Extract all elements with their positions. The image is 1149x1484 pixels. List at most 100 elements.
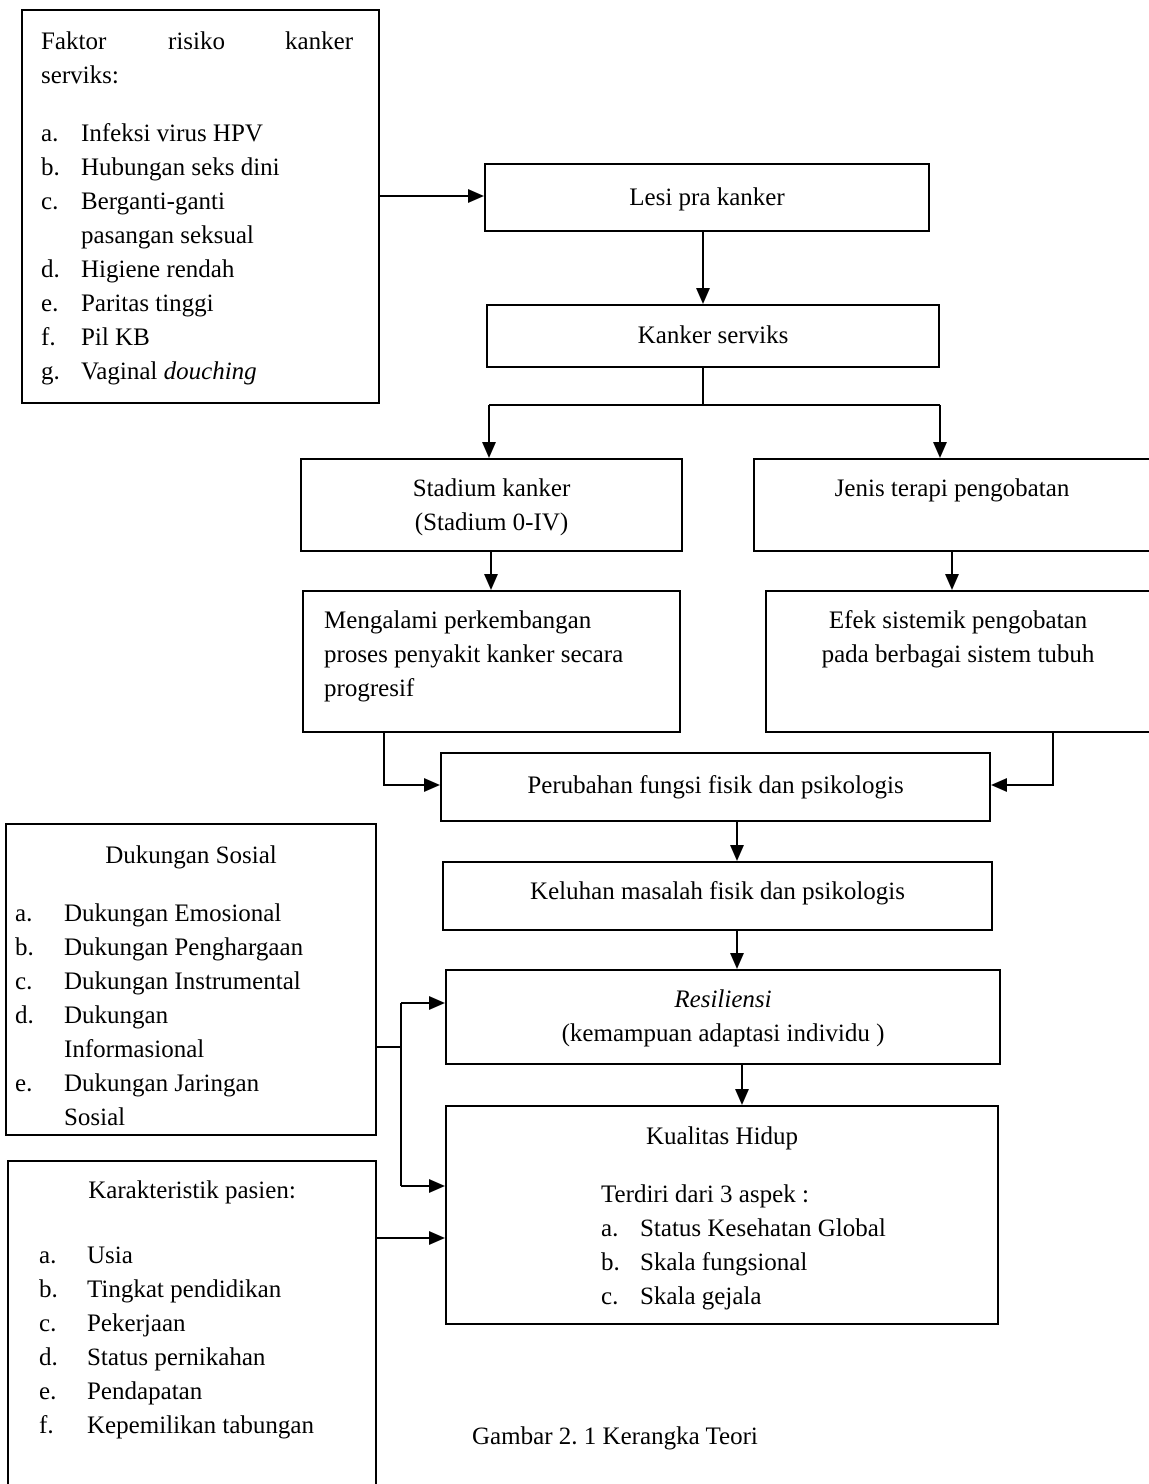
list-marker: a. <box>41 120 59 147</box>
kualitas-intro: Terdiri dari 3 aspek : <box>601 1181 809 1208</box>
list-item: Paritas tinggi <box>81 290 214 317</box>
list-marker: e. <box>39 1378 57 1405</box>
dukungan-box: Dukungan Sosial a. Dukungan Emosional b.… <box>5 823 377 1136</box>
kanker-box: Kanker serviks <box>486 304 940 368</box>
perubahan-label: Perubahan fungsi fisik dan psikologis <box>527 772 904 799</box>
arrowhead <box>424 778 440 792</box>
list-item: Berganti-ganti <box>81 188 225 215</box>
risk-factors-box: Faktor risiko kanker serviks: a. Infeksi… <box>21 9 380 404</box>
list-item-continuation: Informasional <box>64 1036 205 1063</box>
connector-progres-to-perubahan <box>383 733 426 786</box>
stadium-box: Stadium kanker (Stadium 0-IV) <box>300 458 683 552</box>
list-marker: b. <box>41 154 60 181</box>
risk-factors-title-word: risiko <box>168 28 225 55</box>
list-item: Usia <box>87 1242 133 1269</box>
arrowhead <box>482 442 496 458</box>
arrowhead <box>484 574 498 590</box>
arrowhead <box>468 189 484 203</box>
resiliensi-subtitle: (kemampuan adaptasi individu ) <box>561 1020 885 1047</box>
connector-efek-to-perubahan <box>1005 733 1054 786</box>
list-marker: d. <box>15 1002 34 1029</box>
list-item: Kepemilikan tabungan <box>87 1412 315 1439</box>
list-marker: b. <box>39 1276 58 1303</box>
list-item: Status pernikahan <box>87 1344 266 1371</box>
stadium-line-2: (Stadium 0-IV) <box>414 509 569 536</box>
list-marker: a. <box>601 1215 619 1242</box>
arrowhead <box>429 1179 445 1193</box>
arrowhead <box>429 1231 445 1245</box>
risk-factors-title-word: Faktor <box>41 28 107 55</box>
perubahan-box: Perubahan fungsi fisik dan psikologis <box>440 752 991 822</box>
arrowhead <box>696 288 710 304</box>
list-marker: f. <box>39 1412 54 1439</box>
terapi-box: Jenis terapi pengobatan <box>753 458 1149 552</box>
list-item: Tingkat pendidikan <box>87 1276 282 1303</box>
arrowhead <box>429 996 445 1010</box>
efek-line-2: pada berbagai sistem tubuh <box>821 641 1095 668</box>
list-item: Skala fungsional <box>640 1249 808 1276</box>
list-marker: d. <box>41 256 60 283</box>
list-item: Skala gejala <box>640 1283 762 1310</box>
list-marker: d. <box>39 1344 58 1371</box>
keluhan-label: Keluhan masalah fisik dan psikologis <box>530 878 905 905</box>
list-item: Dukungan Instrumental <box>64 968 301 995</box>
arrowhead <box>730 953 744 969</box>
list-marker: g. <box>41 358 60 385</box>
arrowhead <box>730 845 744 861</box>
dukungan-title: Dukungan Sosial <box>105 842 277 869</box>
arrowhead <box>735 1089 749 1105</box>
karakteristik-box: Karakteristik pasien: a. Usia b. Tingkat… <box>7 1160 377 1484</box>
terapi-label: Jenis terapi pengobatan <box>834 475 1070 502</box>
list-marker: c. <box>39 1310 57 1337</box>
list-marker: e. <box>15 1070 33 1097</box>
lesi-label: Lesi pra kanker <box>629 184 785 211</box>
list-item: Pendapatan <box>87 1378 203 1405</box>
risk-factors-title-word: kanker <box>285 28 354 55</box>
arrowhead <box>991 778 1007 792</box>
list-marker: e. <box>41 290 59 317</box>
karakteristik-title: Karakteristik pasien: <box>88 1177 296 1204</box>
list-marker: f. <box>41 324 56 351</box>
list-marker: a. <box>39 1242 57 1269</box>
progres-box: Mengalami perkembangan proses penyakit k… <box>302 590 681 733</box>
list-item: Pekerjaan <box>87 1310 186 1337</box>
list-item: Dukungan Jaringan <box>64 1070 260 1097</box>
kualitas-box: Kualitas Hidup Terdiri dari 3 aspek : a.… <box>445 1105 999 1325</box>
keluhan-box: Keluhan masalah fisik dan psikologis <box>442 861 993 931</box>
list-marker: c. <box>601 1283 619 1310</box>
list-item: Vaginal douching <box>81 355 257 389</box>
list-item-italic: douching <box>163 358 257 385</box>
list-item-text: Vaginal <box>81 358 164 385</box>
list-item: Pil KB <box>81 324 150 351</box>
list-marker: c. <box>41 188 59 215</box>
list-item-continuation: pasangan seksual <box>81 222 254 249</box>
list-marker: c. <box>15 968 33 995</box>
progres-line-2: proses penyakit kanker secara <box>324 641 624 668</box>
lesi-box: Lesi pra kanker <box>484 163 930 232</box>
efek-line-1: Efek sistemik pengobatan <box>828 607 1088 634</box>
list-item: Higiene rendah <box>81 256 235 283</box>
kualitas-title: Kualitas Hidup <box>645 1123 799 1150</box>
figure-caption: Gambar 2. 1 Kerangka Teori <box>472 1423 758 1450</box>
list-item: Dukungan Penghargaan <box>64 934 304 961</box>
resiliensi-box: Resiliensi (kemampuan adaptasi individu … <box>445 969 1001 1065</box>
arrowhead <box>945 574 959 590</box>
list-item: Dukungan <box>64 1002 169 1029</box>
list-item: Status Kesehatan Global <box>640 1215 886 1242</box>
efek-box: Efek sistemik pengobatan pada berbagai s… <box>765 590 1149 733</box>
list-marker: a. <box>15 900 33 927</box>
list-item: Infeksi virus HPV <box>81 120 263 147</box>
stadium-line-1: Stadium kanker <box>412 475 571 502</box>
progres-line-3: progresif <box>324 675 415 702</box>
list-item: Dukungan Emosional <box>64 900 282 927</box>
progres-line-1: Mengalami perkembangan <box>324 607 592 634</box>
list-item-continuation: Sosial <box>64 1104 126 1131</box>
list-marker: b. <box>15 934 34 961</box>
arrowhead <box>933 442 947 458</box>
risk-factors-title-word: serviks: <box>41 62 119 89</box>
resiliensi-title: Resiliensi <box>674 986 772 1013</box>
kanker-label: Kanker serviks <box>637 322 789 349</box>
list-marker: b. <box>601 1249 620 1276</box>
list-item: Hubungan seks dini <box>81 154 280 181</box>
